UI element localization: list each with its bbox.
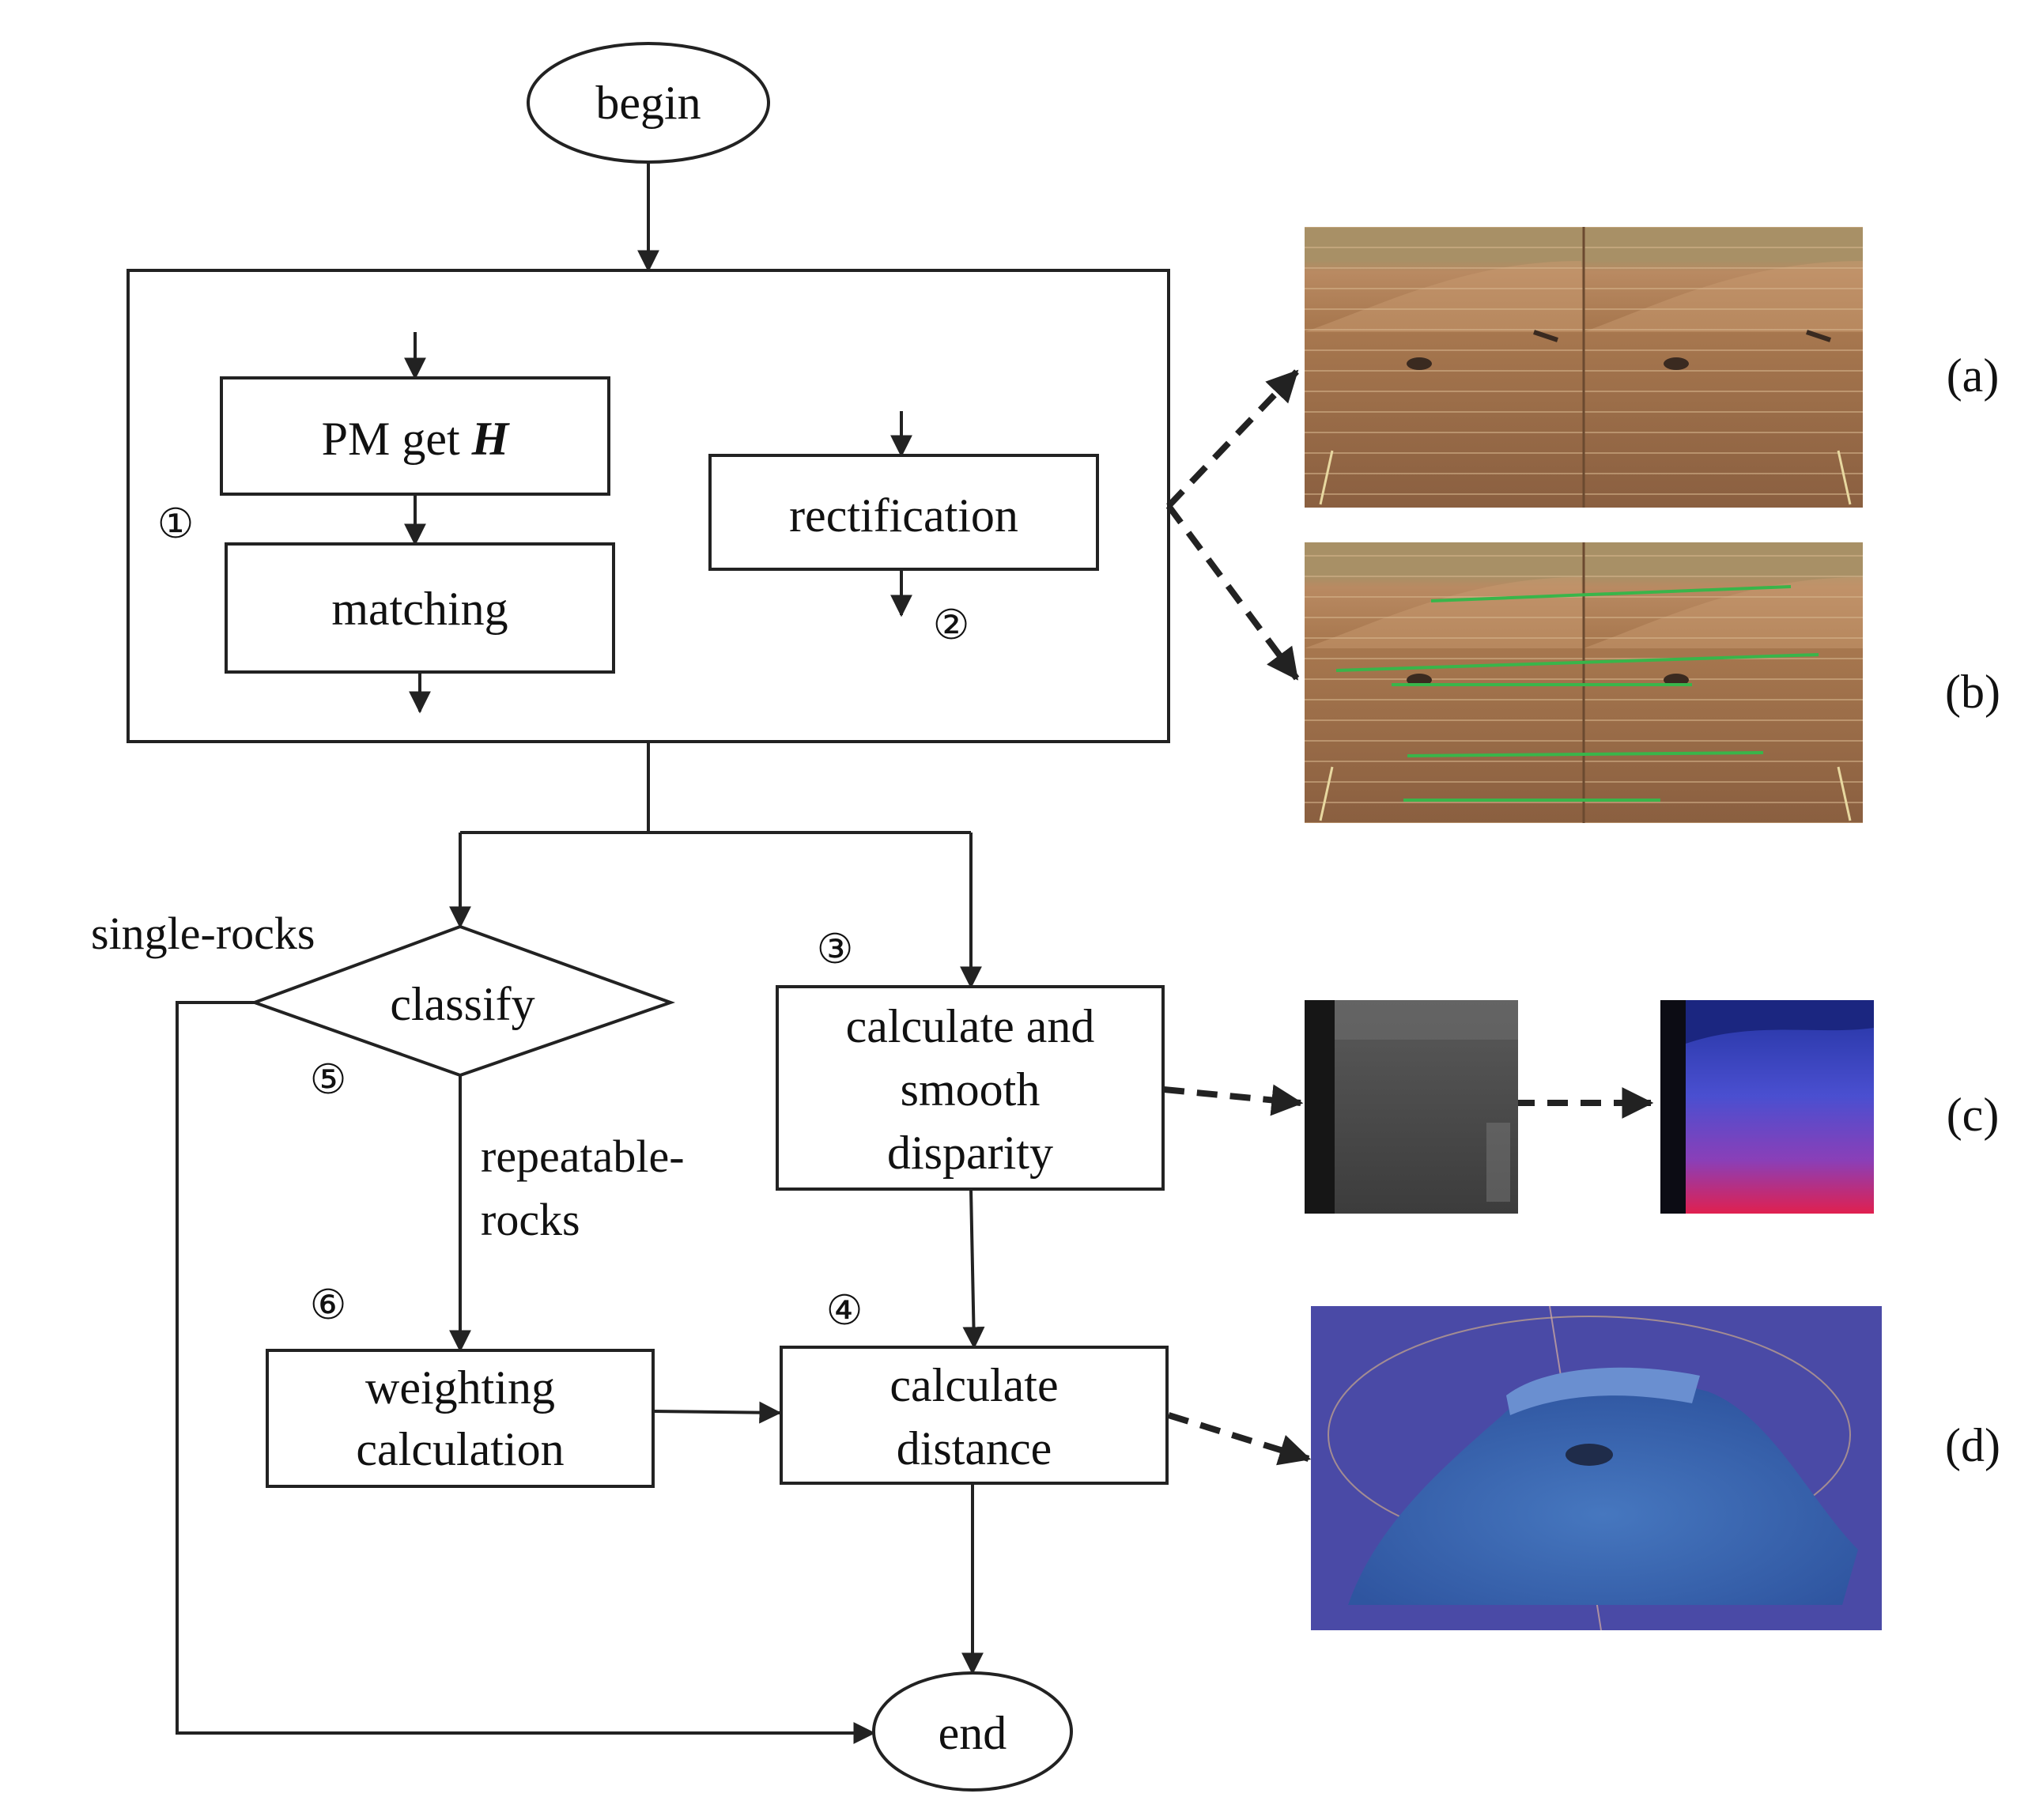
distance-line2: distance xyxy=(897,1422,1052,1475)
marker-4: ④ xyxy=(826,1289,863,1334)
dashed-arrow-to-c-gray xyxy=(1163,1084,1304,1116)
rectification-box: rectification xyxy=(708,454,1099,571)
dashed-arrow-to-a xyxy=(1166,369,1299,508)
disparity-line1: calculate and xyxy=(846,1000,1095,1052)
classify-label: classify xyxy=(390,978,534,1030)
distance-box: calculate distance xyxy=(780,1346,1169,1485)
classify-decision: classify xyxy=(250,924,676,1078)
pm-var-h: H xyxy=(471,413,511,465)
begin-node: begin xyxy=(527,42,770,164)
marker-2: ② xyxy=(933,603,970,648)
dashed-arrow-to-d xyxy=(1167,1412,1312,1466)
panel-label-a: (a) xyxy=(1947,349,2000,402)
marker-5: ⑤ xyxy=(310,1058,347,1103)
branch-repeatable-line2: rocks xyxy=(481,1194,580,1245)
weighting-line1: weighting xyxy=(365,1361,555,1414)
disparity-box: calculate and smooth disparity xyxy=(776,985,1165,1191)
pm-get-h-box: PM get H xyxy=(220,376,610,496)
panel-label-b: (b) xyxy=(1945,666,2000,718)
panel-label-c: (c) xyxy=(1947,1089,2000,1141)
pm-label: PM get xyxy=(322,413,472,465)
disparity-line2: smooth xyxy=(901,1063,1041,1116)
distance-line1: calculate xyxy=(889,1359,1058,1411)
dashed-arrow-to-b xyxy=(1165,504,1300,681)
panel-label-d: (d) xyxy=(1945,1419,2000,1471)
marker-6: ⑥ xyxy=(310,1283,347,1328)
end-node: end xyxy=(872,1671,1073,1792)
image-c-disparity-gray xyxy=(1305,1000,1518,1214)
weighting-box: weighting calculation xyxy=(266,1349,655,1488)
matching-label: matching xyxy=(331,583,508,635)
matching-box: matching xyxy=(225,542,615,674)
arrow-single-rocks-to-end xyxy=(176,1001,876,1744)
weighting-line2: calculation xyxy=(356,1423,564,1475)
rectification-label: rectification xyxy=(789,489,1018,542)
image-c-disparity-color xyxy=(1660,1000,1874,1214)
marker-1: ① xyxy=(157,502,195,547)
begin-label: begin xyxy=(595,77,701,129)
branch-repeatable-line1: repeatable- xyxy=(481,1131,685,1182)
disparity-line3: disparity xyxy=(887,1127,1053,1179)
svg-text:PM get H: PM get H xyxy=(322,413,511,465)
marker-3: ③ xyxy=(817,927,854,972)
end-label: end xyxy=(939,1707,1007,1759)
branch-single-rocks: single-rocks xyxy=(91,908,315,959)
image-b-matched-pair xyxy=(1305,542,1863,823)
image-a-rectified-pair xyxy=(1305,227,1863,508)
arrow-disparity-to-distance xyxy=(962,1188,985,1350)
arrow-weighting-to-distance xyxy=(652,1401,782,1424)
image-d-point-cloud xyxy=(1311,1305,1882,1631)
